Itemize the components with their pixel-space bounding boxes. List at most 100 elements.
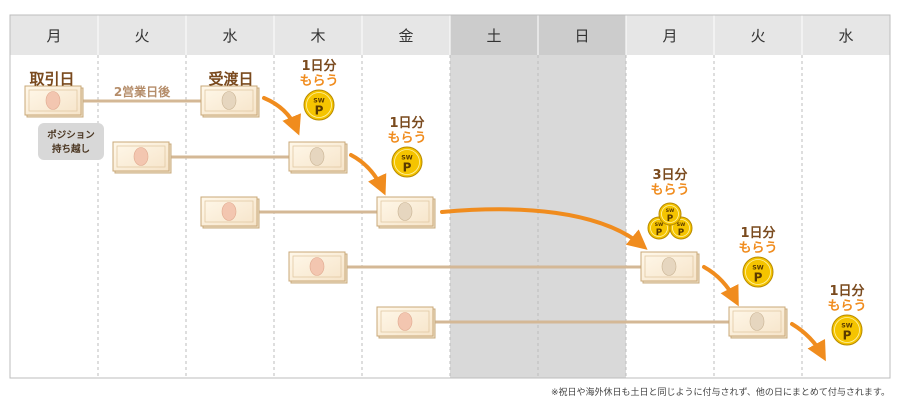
- bills: [24, 85, 788, 339]
- calendar-grid: 月火水木金土日月火水: [9, 14, 891, 379]
- day-header-7: 月: [662, 27, 677, 45]
- bill-inner-border: [116, 145, 166, 168]
- bill-portrait: [309, 257, 325, 276]
- coin-rim: [394, 149, 420, 175]
- business-days-after-label: 2営業日後: [114, 84, 171, 99]
- day-header-8: 火: [750, 27, 765, 45]
- day-header-0: 月: [46, 27, 61, 45]
- coin: SWP: [391, 146, 423, 178]
- bill-end-4: [728, 306, 788, 339]
- bill-portrait: [397, 312, 413, 331]
- coin-body: [391, 146, 423, 178]
- receive-text: もらう: [387, 131, 426, 146]
- receive-text: もらう: [299, 74, 338, 89]
- trade-day-label: 取引日: [29, 70, 74, 88]
- coin-p-text: P: [667, 214, 674, 224]
- coin-body: [831, 314, 863, 346]
- bill-end-3: [640, 251, 700, 284]
- coin-p-text: P: [843, 328, 852, 342]
- bill-start-4: [376, 306, 436, 339]
- coin: SWP: [831, 314, 863, 346]
- bill-inner-border: [292, 255, 342, 278]
- coin: SWP: [658, 202, 682, 226]
- position-carry-badge: ポジション 持ち越し: [38, 123, 104, 160]
- bill-start-3: [288, 251, 348, 284]
- bill-inner-border: [644, 255, 694, 278]
- arrow-row-1: [349, 153, 387, 196]
- delivery-day-label: 受渡日: [208, 70, 253, 88]
- coin-sw-text: SW: [655, 222, 663, 228]
- bill-end-0: [200, 85, 260, 118]
- day-header-3: 木: [310, 27, 325, 45]
- weekend-header-cell: [538, 15, 626, 55]
- receive-days-text: 1日分: [389, 115, 424, 131]
- bill-inner-border: [292, 145, 342, 168]
- coin-sw-text: SW: [752, 264, 764, 271]
- day-header-9: 水: [838, 27, 853, 45]
- bill-start-2: [200, 196, 260, 229]
- coin-rim: [306, 92, 332, 118]
- coin-body: [742, 256, 774, 288]
- arrow-row-0: [262, 96, 301, 136]
- coin-sw-text: SW: [401, 154, 413, 161]
- coin-rim: [745, 259, 771, 285]
- bill-start-1: [112, 141, 172, 174]
- bill-end-1: [288, 141, 348, 174]
- coin-rim: [672, 219, 690, 237]
- position-carry-line1: ポジション: [47, 129, 95, 141]
- coin-p-text: P: [678, 228, 685, 238]
- bill-body: [376, 196, 434, 227]
- bill-end-2: [376, 196, 436, 229]
- coin-sw-text: SW: [313, 97, 325, 104]
- coin-sw-text: SW: [666, 208, 674, 214]
- arrows: [262, 96, 826, 362]
- bill-inner-border: [380, 310, 430, 333]
- coin-p-text: P: [656, 228, 663, 238]
- receive-days-text: 3日分: [652, 167, 687, 183]
- coin-rim: [661, 205, 679, 223]
- receive-text: もらう: [827, 299, 866, 314]
- day-header-5: 土: [486, 27, 501, 45]
- coin-body: [303, 89, 335, 121]
- receive-text: もらう: [738, 241, 777, 256]
- coin: SWP: [742, 256, 774, 288]
- coin-rim: [650, 219, 668, 237]
- position-lines: [82, 99, 730, 324]
- bill-body: [288, 251, 346, 282]
- bill-portrait: [661, 257, 677, 276]
- day-header-2: 水: [222, 27, 237, 45]
- arrow-row-2: [440, 207, 648, 250]
- coin-p-text: P: [315, 103, 324, 117]
- bill-start-0: [24, 85, 84, 118]
- day-header-6: 日: [574, 27, 589, 45]
- position-carry-line2: 持ち越し: [52, 143, 90, 155]
- bill-inner-border: [732, 310, 782, 333]
- bill-portrait: [221, 91, 237, 110]
- bill-inner-border: [204, 200, 254, 223]
- bill-inner-border: [204, 89, 254, 112]
- coin-sw-text: SW: [841, 322, 853, 329]
- bill-portrait: [309, 147, 325, 166]
- receive-days-text: 1日分: [829, 283, 864, 299]
- coin: SWP: [303, 89, 335, 121]
- day-header-1: 火: [134, 27, 149, 45]
- receive-text: もらう: [650, 183, 689, 198]
- weekend-header-cell: [450, 15, 538, 55]
- coin-p-text: P: [754, 270, 763, 284]
- coin-rim: [834, 317, 860, 343]
- weekend-column: [450, 15, 538, 378]
- bill-portrait: [45, 91, 61, 110]
- day-header-4: 金: [398, 27, 413, 45]
- bill-portrait: [221, 202, 237, 221]
- weekend-column: [538, 15, 626, 378]
- grid-border: [9, 14, 891, 379]
- arrow-row-3: [702, 265, 739, 307]
- receive-days-text: 1日分: [740, 225, 775, 241]
- coin-sw-text: SW: [677, 222, 685, 228]
